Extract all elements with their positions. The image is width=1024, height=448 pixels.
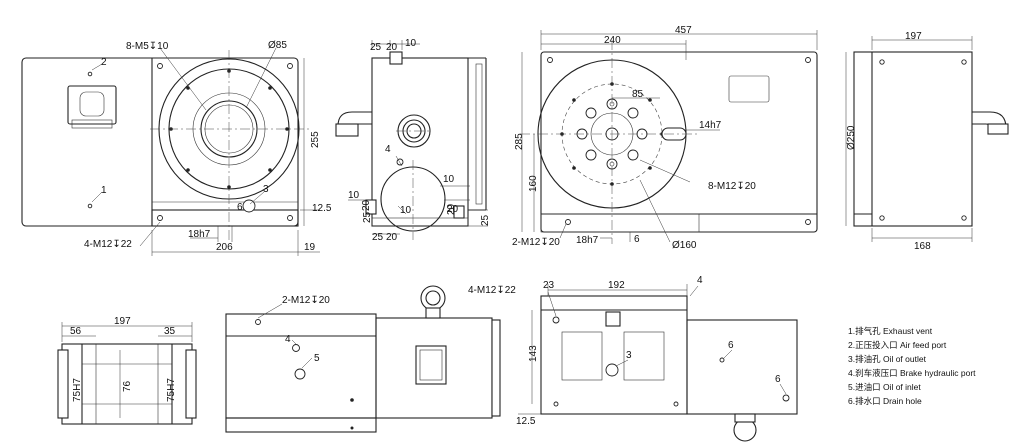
legend-item-6: 6.排水口 Drain hole [848, 396, 922, 406]
side-view: 25 20 10 4 10 10 20 10 25 20 25 20 25 20 [335, 38, 491, 243]
callout-2-front: 2 [101, 57, 107, 68]
bottom-middle-view: 2-M12↧20 4 5 [225, 285, 501, 433]
front-view: 8-M5↧10 Ø85 255 12.5 18h7 206 19 4-M12↧2… [21, 40, 332, 256]
dim-side-b25: 25 [362, 211, 373, 223]
dim-85-top: 85 [632, 89, 644, 100]
callout-5-bottom: 5 [314, 353, 320, 364]
bottom-right-view: 4-M12↧22 23 192 4 143 12.5 3 6 6 [468, 275, 798, 442]
bottom-left-view: 197 56 35 75H7 76 75H7 [57, 316, 197, 425]
dim-197-right: 197 [905, 31, 922, 42]
dim-12-5-bottom: 12.5 [516, 416, 536, 427]
dim-56: 56 [70, 326, 82, 337]
dim-side-b20: 20 [447, 204, 459, 215]
dim-23: 23 [543, 280, 555, 291]
dim-2-m12-top: 2-M12↧20 [512, 237, 560, 248]
dim-192: 192 [608, 280, 625, 291]
dim-160: 160 [528, 175, 539, 192]
dim-197-bottom: 197 [114, 316, 131, 327]
dim-side-20: 20 [386, 42, 398, 53]
dim-12-5-front: 12.5 [312, 203, 332, 214]
dim-168: 168 [914, 241, 931, 252]
dim-14h7: 14h7 [699, 120, 722, 131]
dim-side-b20c: 20 [386, 232, 398, 243]
legend-item-4: 4.刹车液压口 Brake hydraulic port [848, 368, 976, 378]
dim-bore-85: Ø85 [268, 40, 287, 51]
dim-side-b20d: 20 [446, 203, 457, 215]
dim-side-b10b: 10 [443, 174, 455, 185]
callout-4-side: 4 [385, 144, 391, 155]
dim-76: 76 [122, 380, 133, 392]
legend-item-3: 3.排油孔 Oil of outlet [848, 354, 927, 364]
dim-8-m5: 8-M5↧10 [126, 41, 169, 52]
callout-1-front: 1 [101, 185, 107, 196]
dim-206: 206 [216, 242, 233, 253]
dim-side-10: 10 [405, 38, 417, 49]
dim-8-m12: 8-M12↧20 [708, 181, 756, 192]
dim-255: 255 [310, 131, 321, 148]
callout-6-bottom-a: 6 [728, 340, 734, 351]
dim-4-bottom: 4 [697, 275, 703, 286]
dim-side-b10a: 10 [348, 190, 360, 201]
callout-3-front: 3 [263, 184, 269, 195]
callout-6-bottom-b: 6 [775, 374, 781, 385]
dim-457: 457 [675, 25, 692, 36]
legend-item-1: 1.排气孔 Exhaust vent [848, 326, 933, 336]
callout-6-front: 6 [237, 202, 243, 213]
callout-4-bottom: 4 [285, 334, 291, 345]
top-view: 457 240 85 14h7 285 160 8-M12↧20 2-M12↧2… [512, 25, 818, 251]
dim-18h7-top: 18h7 [576, 235, 599, 246]
dim-d160: Ø160 [672, 240, 697, 251]
dim-side-25: 25 [370, 42, 382, 53]
dim-side-b25b: 25 [372, 232, 384, 243]
callout-3-bottom: 3 [626, 350, 632, 361]
dim-2-m12-bottom: 2-M12↧20 [282, 295, 330, 306]
dim-75h7-right: 75H7 [166, 378, 177, 402]
legend-item-2: 2.正压投入口 Air feed port [848, 340, 947, 350]
legend: 1.排气孔 Exhaust vent 2.正压投入口 Air feed port… [848, 326, 976, 406]
dim-35: 35 [164, 326, 176, 337]
dim-240: 240 [604, 35, 621, 46]
dim-6-top: 6 [634, 234, 640, 245]
dim-d250: Ø250 [846, 125, 857, 150]
dim-4-m12-bottom: 4-M12↧22 [468, 285, 516, 296]
right-side-view: 197 Ø250 168 [845, 31, 1009, 252]
dim-4-m12-front: 4-M12↧22 [84, 239, 132, 250]
dim-18h7-front: 18h7 [188, 229, 211, 240]
dim-75h7-left: 75H7 [72, 378, 83, 402]
legend-item-5: 5.进油口 Oil of inlet [848, 382, 921, 392]
dim-285: 285 [514, 133, 525, 150]
dim-19: 19 [304, 242, 316, 253]
dim-side-b25c: 25 [480, 214, 491, 226]
dim-side-b20b: 20 [361, 199, 372, 211]
dim-side-b10c: 10 [400, 205, 412, 216]
dim-143: 143 [528, 345, 539, 362]
